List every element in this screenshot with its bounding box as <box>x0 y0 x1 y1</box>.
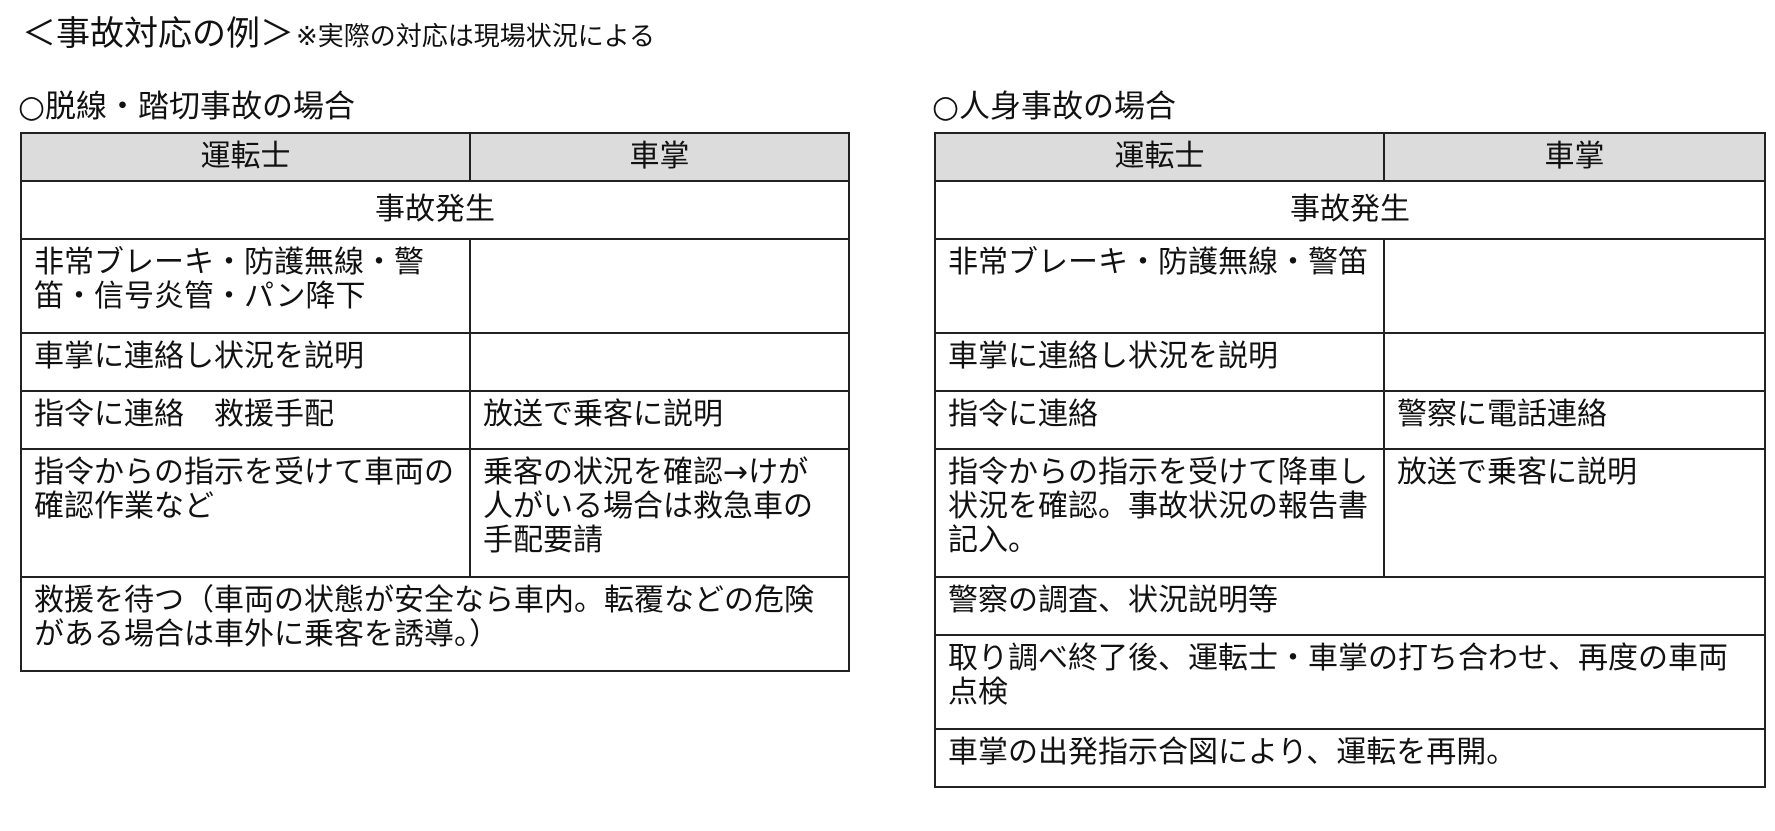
conductor-cell <box>1383 332 1766 392</box>
table-row: 指令からの指示を受けて車両の確認作業など 乗客の状況を確認→けが人がいる場合は救… <box>20 448 850 578</box>
span-cell: 救援を待つ（車両の状態が安全なら車内。転覆などの危険がある場合は車外に乗客を誘導… <box>20 576 850 672</box>
conductor-cell <box>469 332 850 392</box>
section-derailment: ○脱線・踏切事故の場合 運転士 車掌 事故発生 非常ブレーキ・防護無線・警笛・信… <box>18 88 850 672</box>
conductor-cell <box>1383 238 1766 334</box>
driver-cell: 指令からの指示を受けて車両の確認作業など <box>20 448 471 578</box>
table-row: 警察の調査、状況説明等 <box>934 576 1766 636</box>
table-row: 取り調べ終了後、運転士・車掌の打ち合わせ、再度の車両点検 <box>934 634 1766 730</box>
conductor-cell <box>469 238 850 334</box>
section-title-injury: ○人身事故の場合 <box>932 89 1177 125</box>
table-row: 車掌の出発指示合図により、運転を再開。 <box>934 728 1766 788</box>
table-row: 車掌に連絡し状況を説明 <box>20 332 850 392</box>
table-row: 救援を待つ（車両の状態が安全なら車内。転覆などの危険がある場合は車外に乗客を誘導… <box>20 576 850 672</box>
span-cell: 事故発生 <box>20 180 850 240</box>
header-driver: 運転士 <box>934 132 1385 182</box>
table-row: 指令からの指示を受けて降車し状況を確認。事故状況の報告書記入。 放送で乗客に説明 <box>934 448 1766 578</box>
table-row: 事故発生 <box>934 180 1766 240</box>
header-conductor: 車掌 <box>469 132 850 182</box>
span-cell: 取り調べ終了後、運転士・車掌の打ち合わせ、再度の車両点検 <box>934 634 1766 730</box>
header-conductor: 車掌 <box>1383 132 1766 182</box>
table-row: 指令に連絡 救援手配 放送で乗客に説明 <box>20 390 850 450</box>
driver-cell: 非常ブレーキ・防護無線・警笛・信号炎管・パン降下 <box>20 238 471 334</box>
driver-cell: 指令に連絡 <box>934 390 1385 450</box>
section-title-derailment: ○脱線・踏切事故の場合 <box>18 89 356 125</box>
conductor-cell: 警察に電話連絡 <box>1383 390 1766 450</box>
page-title: ＜事故対応の例＞※実際の対応は現場状況による <box>22 6 655 55</box>
conductor-cell: 乗客の状況を確認→けが人がいる場合は救急車の手配要請 <box>469 448 850 578</box>
procedure-table-injury: 運転士 車掌 事故発生 非常ブレーキ・防護無線・警笛 車掌に連絡し状況を説明 指… <box>934 132 1766 788</box>
table-header-row: 運転士 車掌 <box>934 132 1766 182</box>
span-cell: 車掌の出発指示合図により、運転を再開。 <box>934 728 1766 788</box>
driver-cell: 車掌に連絡し状況を説明 <box>20 332 471 392</box>
header-driver: 運転士 <box>20 132 471 182</box>
driver-cell: 非常ブレーキ・防護無線・警笛 <box>934 238 1385 334</box>
driver-cell: 指令からの指示を受けて降車し状況を確認。事故状況の報告書記入。 <box>934 448 1385 578</box>
conductor-cell: 放送で乗客に説明 <box>469 390 850 450</box>
table-header-row: 運転士 車掌 <box>20 132 850 182</box>
driver-cell: 車掌に連絡し状況を説明 <box>934 332 1385 392</box>
conductor-cell: 放送で乗客に説明 <box>1383 448 1766 578</box>
table-row: 車掌に連絡し状況を説明 <box>934 332 1766 392</box>
page-title-text: ＜事故対応の例＞ <box>22 14 294 54</box>
span-cell: 事故発生 <box>934 180 1766 240</box>
procedure-table-derailment: 運転士 車掌 事故発生 非常ブレーキ・防護無線・警笛・信号炎管・パン降下 車掌に… <box>20 132 850 672</box>
table-row: 非常ブレーキ・防護無線・警笛・信号炎管・パン降下 <box>20 238 850 334</box>
driver-cell: 指令に連絡 救援手配 <box>20 390 471 450</box>
span-cell: 警察の調査、状況説明等 <box>934 576 1766 636</box>
table-row: 非常ブレーキ・防護無線・警笛 <box>934 238 1766 334</box>
table-row: 事故発生 <box>20 180 850 240</box>
table-row: 指令に連絡 警察に電話連絡 <box>934 390 1766 450</box>
section-injury: ○人身事故の場合 運転士 車掌 事故発生 非常ブレーキ・防護無線・警笛 車掌に連… <box>932 88 1766 788</box>
page-note: ※実際の対応は現場状況による <box>296 22 656 52</box>
